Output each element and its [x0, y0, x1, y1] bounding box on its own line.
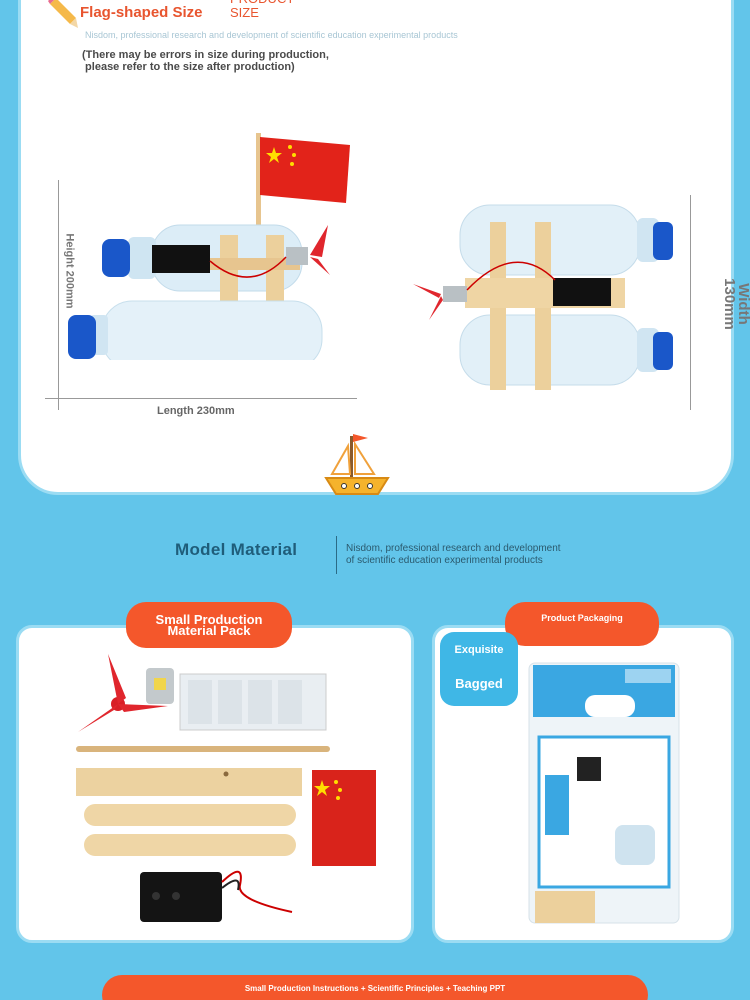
page-subtitle: PRODUCT SIZE [230, 0, 294, 20]
pencil-icon [48, 0, 78, 28]
tagline: Nisdom, professional research and develo… [85, 30, 458, 40]
material-pack-image [76, 654, 376, 922]
model-material-heading: Model Material [175, 540, 298, 559]
heading-divider [336, 536, 337, 574]
exquisite-bagged-badge: Exquisite Bagged [440, 632, 518, 706]
sailboat-icon [324, 434, 390, 495]
size-note-line1: (There may be errors in size during prod… [82, 49, 329, 61]
page-title: Flag-shaped Size [80, 4, 203, 21]
badge-line2: Bagged [455, 676, 503, 691]
boat-top-view-image [413, 204, 673, 390]
height-label: Height 200mm [63, 233, 76, 309]
size-note: (There may be errors in size during prod… [82, 49, 329, 73]
length-dimension-line [45, 398, 357, 399]
model-material-description: Nisdom, professional research and develo… [346, 543, 561, 567]
product-package-image [528, 662, 680, 924]
width-label-line2: 130mm [720, 278, 738, 330]
badge-line1: Exquisite [454, 644, 504, 656]
material-pack-label: Small Production Material Pack [126, 602, 292, 648]
boat-side-view-image [68, 133, 350, 360]
width-label: Width 130mm [720, 278, 750, 330]
size-note-line2: please refer to the size after productio… [82, 61, 295, 73]
bottom-banner: Small Production Instructions + Scientif… [102, 975, 648, 1000]
material-pack-label-line1: Small Production [155, 612, 263, 627]
length-label: Length 230mm [157, 405, 235, 417]
height-dimension-line [58, 180, 59, 410]
width-label-line1: Width [734, 283, 750, 325]
model-material-desc-line1: Nisdom, professional research and develo… [346, 543, 561, 554]
product-packaging-label: Product Packaging [505, 602, 659, 646]
model-material-desc-line2: of scientific education experimental pro… [346, 555, 543, 566]
width-dimension-line [690, 195, 691, 410]
material-pack-label-line2: Material Pack [167, 623, 251, 638]
